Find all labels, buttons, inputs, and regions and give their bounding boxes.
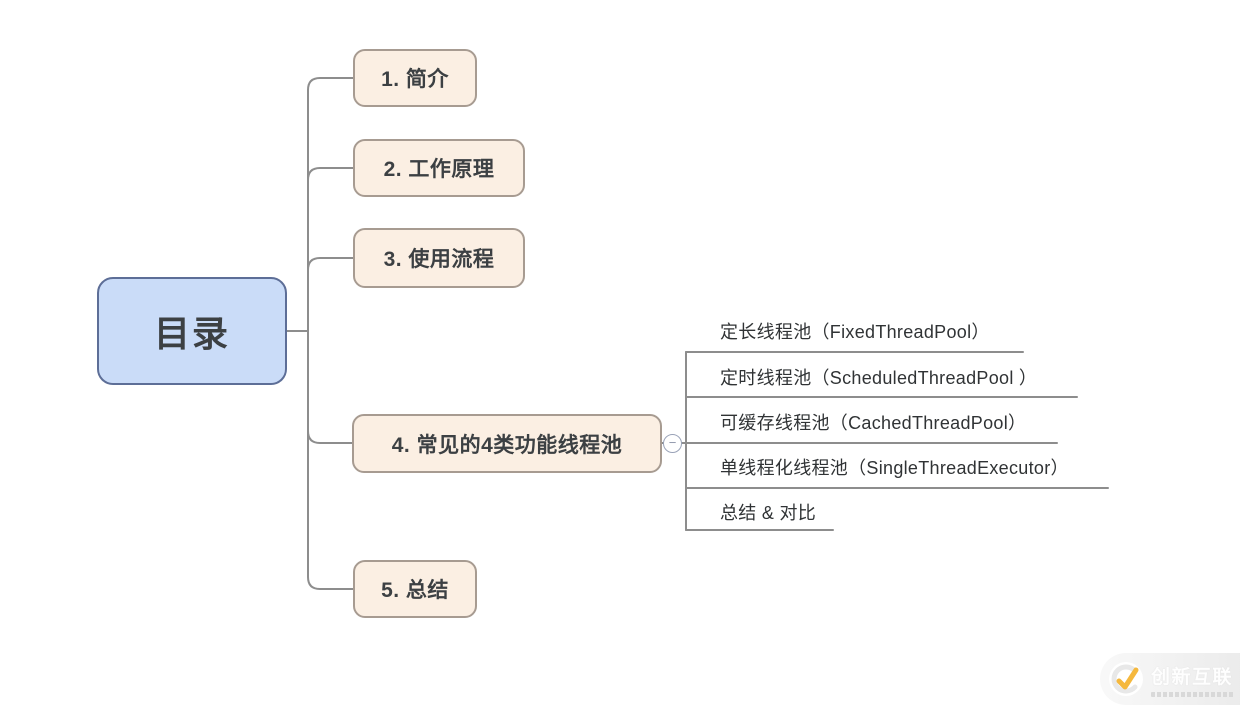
branch-5-connector-line	[307, 330, 354, 590]
branch-node-pool-types[interactable]: 4. 常见的4类功能线程池	[352, 414, 662, 473]
subbranch-scheduled-thread-pool[interactable]: 定时线程池（ScheduledThreadPool ）	[720, 368, 1038, 388]
watermark-subtext-strip	[1151, 691, 1235, 697]
branch-4-connector-line	[307, 330, 353, 444]
branch-2-connector-line	[307, 167, 354, 332]
subbranch-single-thread-executor[interactable]: 单线程化线程池（SingleThreadExecutor）	[720, 458, 1069, 478]
subbranch-summary-compare[interactable]: 总结 & 对比	[720, 503, 817, 523]
subbranch-fixed-thread-pool[interactable]: 定长线程池（FixedThreadPool）	[720, 322, 990, 342]
watermark-brand-text: 创新互联	[1151, 666, 1234, 688]
branch-node-summary[interactable]: 5. 总结	[353, 560, 477, 618]
branch-3-connector-line	[307, 257, 354, 332]
collapse-button[interactable]: −	[663, 434, 682, 453]
branch-node-intro[interactable]: 1. 简介	[353, 49, 477, 107]
watermark: 创新互联	[1100, 653, 1240, 705]
branch-1-connector-line	[307, 77, 354, 332]
root-node-toc[interactable]: 目录	[97, 277, 287, 385]
branch-node-usage[interactable]: 3. 使用流程	[353, 228, 525, 288]
branch-node-principle[interactable]: 2. 工作原理	[353, 139, 525, 197]
watermark-logo-icon	[1109, 662, 1143, 696]
subbranch-cached-thread-pool[interactable]: 可缓存线程池（CachedThreadPool）	[720, 413, 1027, 433]
